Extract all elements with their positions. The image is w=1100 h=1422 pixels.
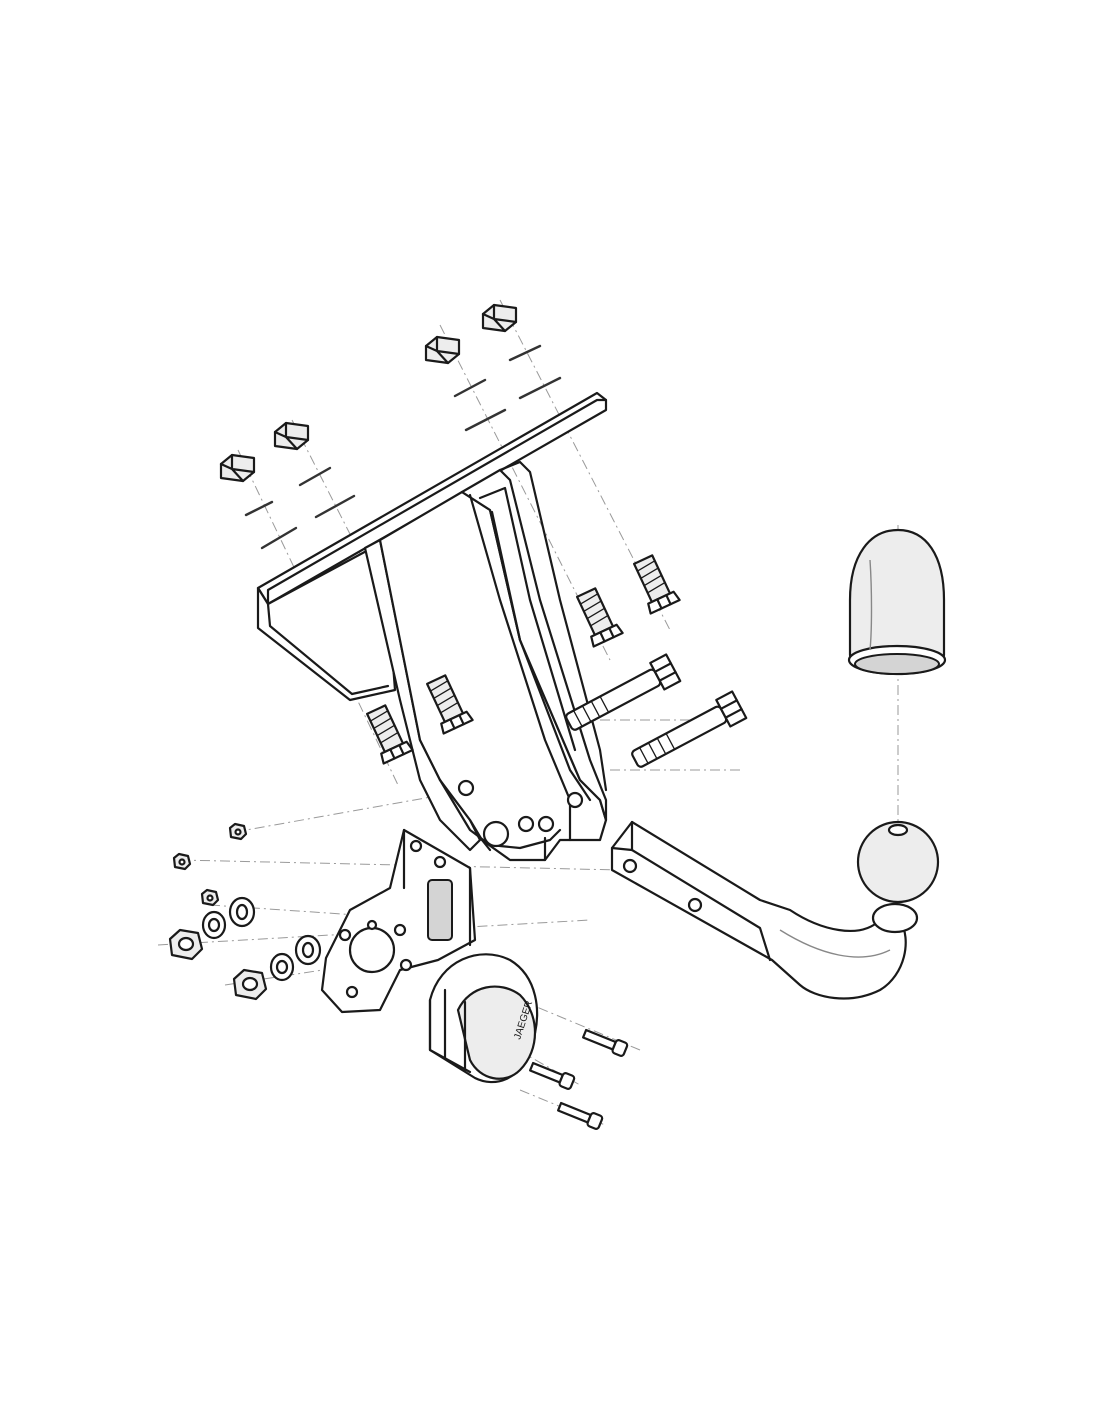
short-bolt-2 <box>426 674 474 735</box>
washer-2 <box>228 896 256 928</box>
electric-socket: JAEGER <box>428 953 539 1084</box>
flange-nuts <box>219 303 518 483</box>
small-nut-1 <box>228 822 248 841</box>
socket-hardware <box>168 822 322 1001</box>
washer-1 <box>201 910 227 940</box>
short-bolt-3 <box>576 587 624 648</box>
long-bolt-1 <box>565 653 682 731</box>
washers-top <box>244 344 562 550</box>
large-nut-1 <box>168 928 204 961</box>
socket-screw-1 <box>582 1028 629 1057</box>
small-nut-3 <box>200 888 220 907</box>
socket-screws <box>529 1028 629 1130</box>
short-bolt-1 <box>366 704 414 765</box>
mounting-bracket <box>256 391 608 862</box>
washer-3 <box>269 952 295 982</box>
hex-nut-3 <box>424 335 461 365</box>
long-bolt-2 <box>631 690 748 768</box>
hex-nut-2 <box>273 421 310 451</box>
short-bolt-4 <box>633 554 681 615</box>
large-nut-2 <box>232 968 268 1001</box>
socket-mounting-plate <box>320 828 477 1014</box>
socket-screw-3 <box>557 1101 604 1130</box>
hex-nut-1 <box>219 453 256 483</box>
ball-cover-cap <box>847 528 947 676</box>
tow-ball-arm <box>610 820 940 1000</box>
socket-screw-2 <box>529 1061 576 1090</box>
hex-nut-4 <box>481 303 518 333</box>
long-bolts <box>565 653 748 768</box>
short-bolts <box>366 554 681 765</box>
small-nut-2 <box>172 852 192 871</box>
washer-4 <box>294 934 322 966</box>
